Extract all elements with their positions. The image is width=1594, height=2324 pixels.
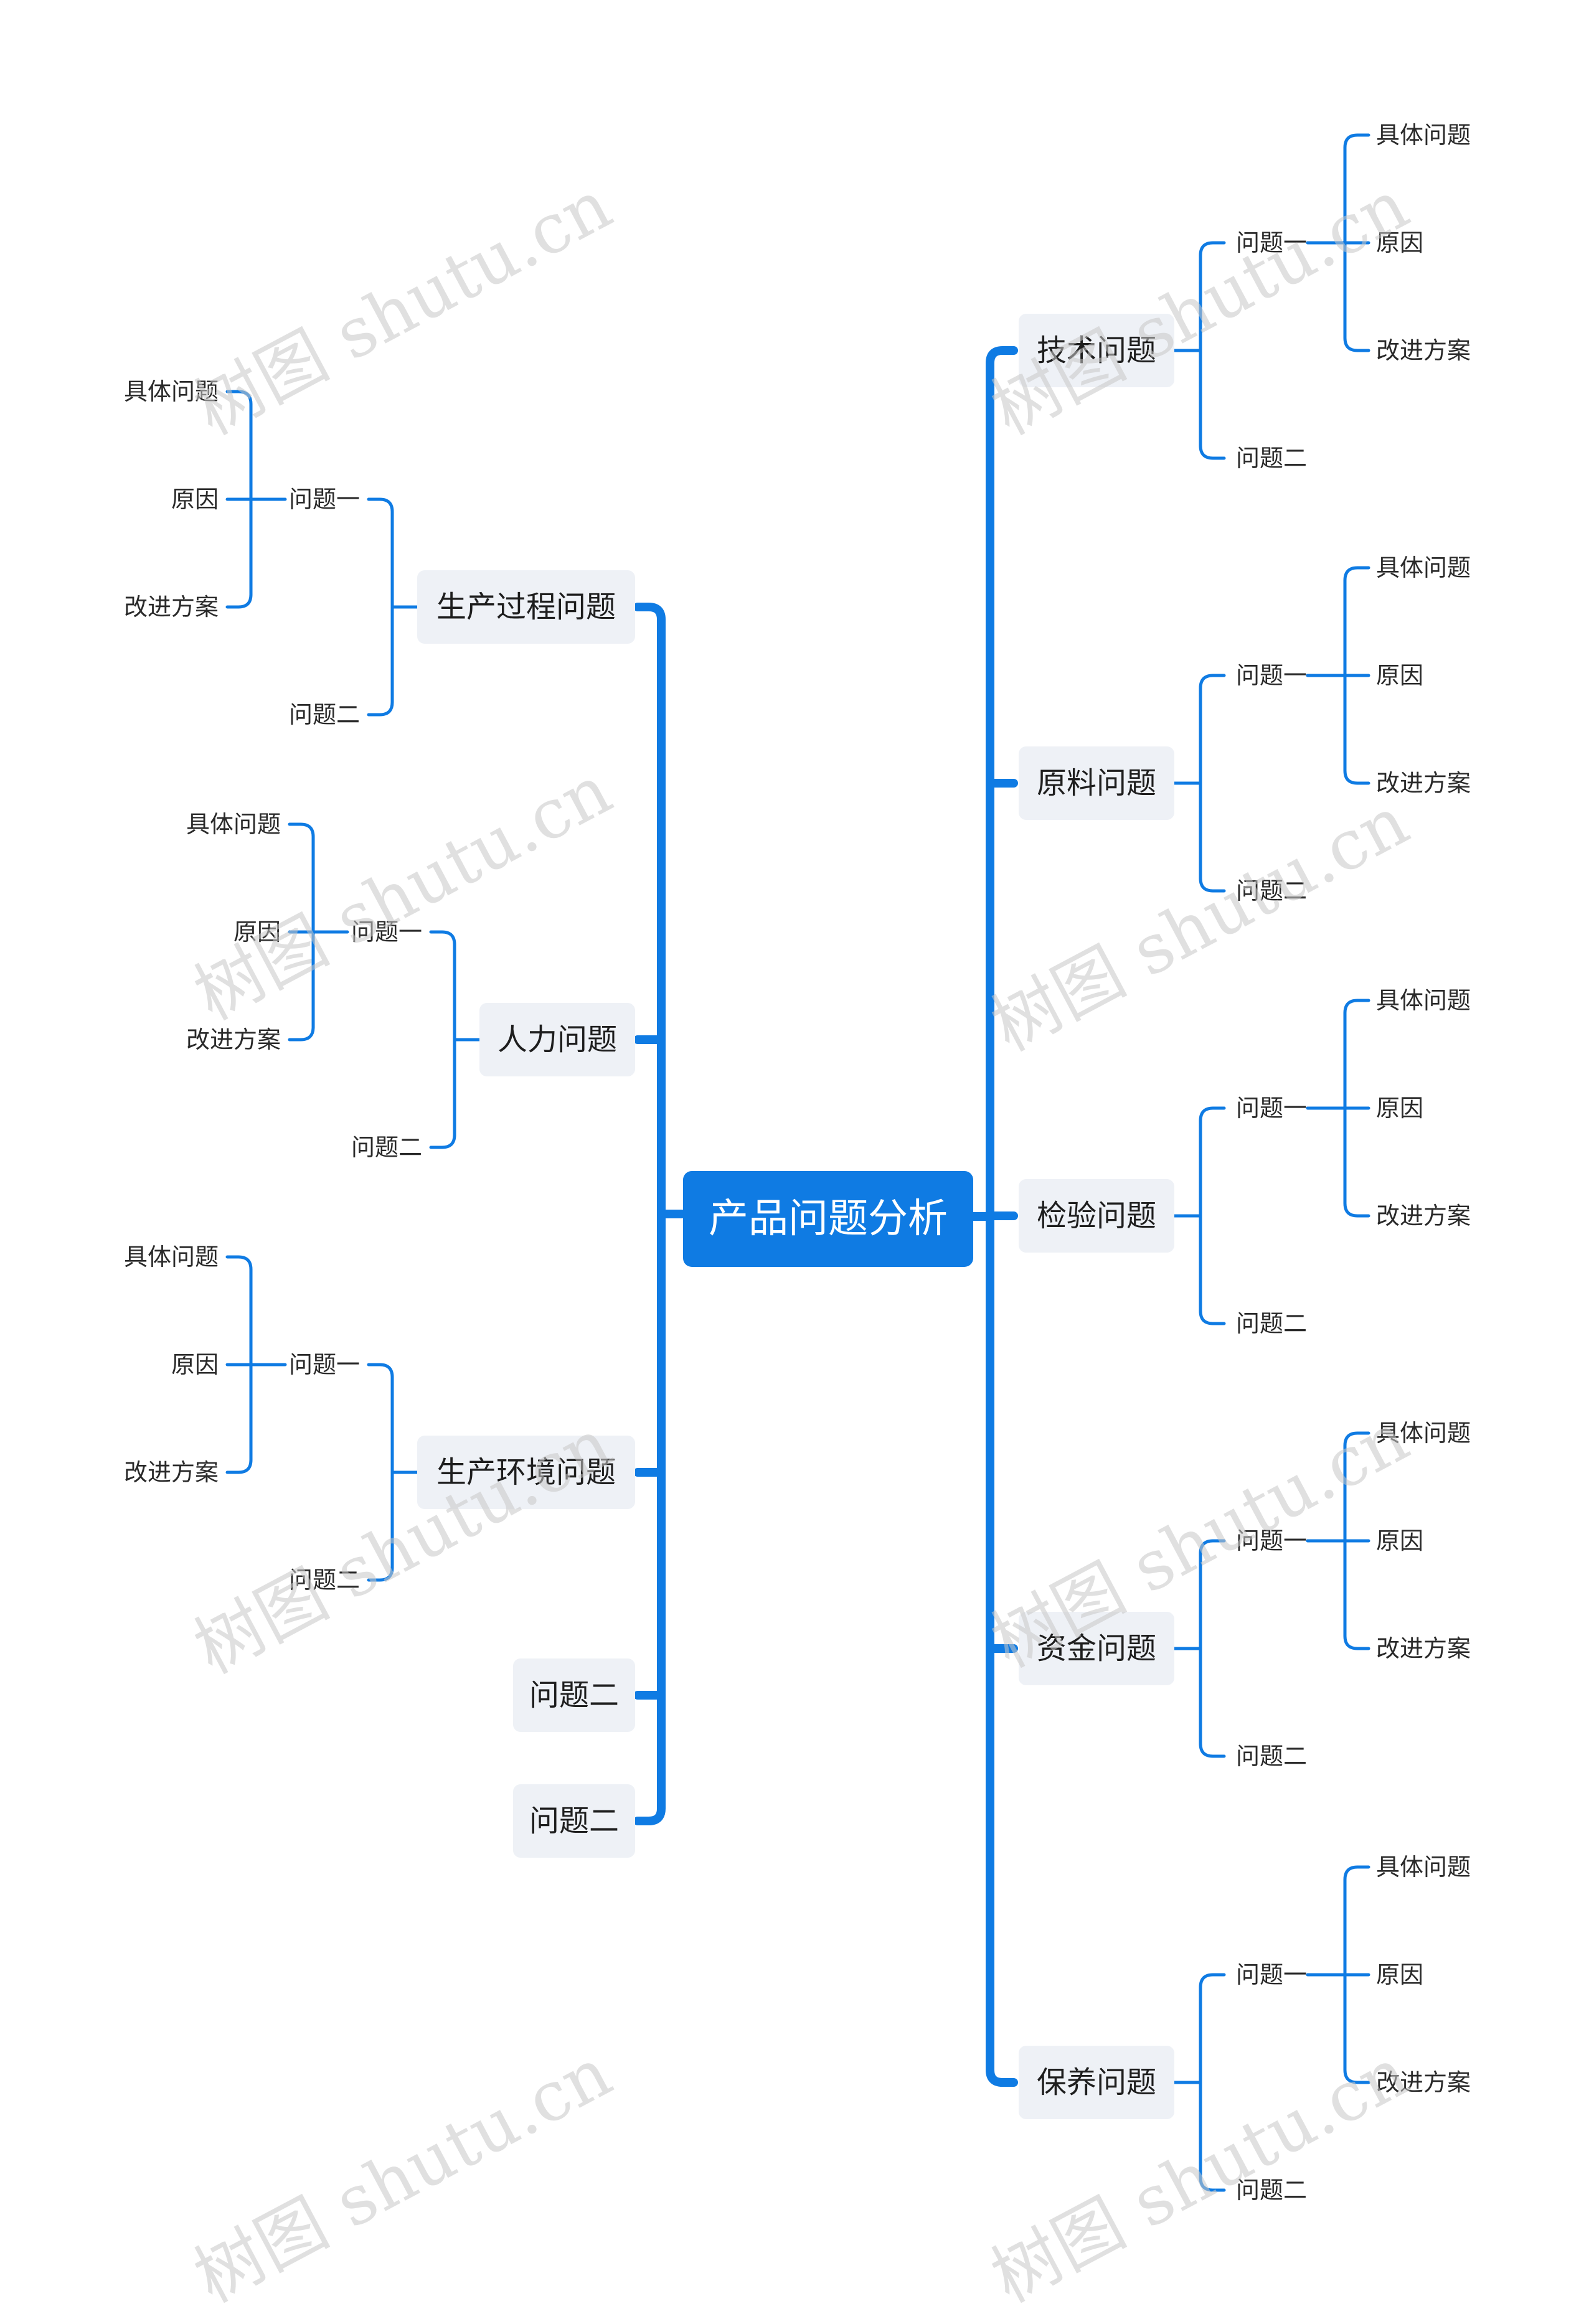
leaf-label: 改进方案 — [186, 1026, 281, 1053]
topic-label: 生产过程问题 — [436, 590, 616, 624]
watermark: 树图 shutu.cn — [182, 750, 624, 1035]
topic-label: 检验问题 — [1037, 1198, 1156, 1233]
leaf-label: 具体问题 — [1376, 987, 1471, 1014]
leaf-label: 原因 — [1376, 229, 1423, 256]
leaf-connector — [225, 1255, 287, 1474]
subtopic-label: 问题二 — [1236, 445, 1307, 472]
watermark: 树图 shutu.cn — [182, 1404, 624, 1689]
subtopic-label: 问题一 — [351, 918, 422, 946]
watermark: 树图 shutu.cn — [182, 165, 624, 450]
topic-node-left-0[interactable] — [417, 570, 635, 644]
subtopic-label: 问题二 — [1236, 1743, 1307, 1770]
topic-node-right-1[interactable] — [1019, 746, 1174, 820]
sub-connector — [1172, 241, 1226, 460]
leaf-label: 改进方案 — [1376, 337, 1471, 364]
root-label: 产品问题分析 — [709, 1196, 948, 1242]
leaf-label: 具体问题 — [1376, 554, 1471, 581]
left-trunk — [633, 603, 687, 1825]
leaf-connector — [1306, 1431, 1370, 1650]
connector-lines — [225, 133, 1370, 2192]
leaf-connector — [1306, 1865, 1370, 2084]
leaf-label: 具体问题 — [1376, 121, 1471, 149]
leaf-label: 改进方案 — [1376, 1202, 1471, 1230]
leaf-connector — [288, 822, 349, 1042]
leaf-label: 原因 — [1376, 1961, 1423, 1988]
leaf-connector — [1306, 566, 1370, 785]
sub-connector — [1172, 1106, 1226, 1325]
root-node[interactable] — [683, 1171, 973, 1267]
leaf-label: 原因 — [171, 1351, 219, 1378]
topic-node-left-4[interactable] — [513, 1784, 635, 1858]
subtopic-label: 问题二 — [1236, 877, 1307, 905]
subtopic-label: 问题一 — [1236, 1527, 1307, 1555]
topic-label: 生产环境问题 — [436, 1455, 616, 1490]
sub-connector — [1172, 1973, 1226, 2192]
subtopic-label: 问题二 — [1236, 1310, 1307, 1337]
leaf-label: 原因 — [1376, 1527, 1423, 1555]
subtopic-label: 问题一 — [289, 486, 360, 513]
topic-label: 保养问题 — [1037, 2065, 1156, 2100]
topic-node-left-1[interactable] — [479, 1003, 635, 1076]
subtopic-label: 问题一 — [1236, 1961, 1307, 1988]
leaf-connector — [1306, 133, 1370, 352]
right-trunk — [969, 346, 1018, 2087]
leaf-label: 具体问题 — [124, 378, 219, 405]
leaf-label: 改进方案 — [1376, 2069, 1471, 2096]
leaf-label: 具体问题 — [1376, 1853, 1471, 1881]
subtopic-label: 问题二 — [289, 701, 360, 728]
leaf-label: 原因 — [171, 486, 219, 513]
leaf-connector — [1306, 999, 1370, 1218]
topic-node-right-3[interactable] — [1019, 1612, 1174, 1685]
subtopic-label: 问题二 — [289, 1566, 360, 1594]
leaf-label: 改进方案 — [1376, 769, 1471, 797]
subtopic-label: 问题二 — [1236, 2176, 1307, 2204]
topic-label: 资金问题 — [1037, 1631, 1156, 1666]
topic-label: 人力问题 — [498, 1022, 617, 1057]
leaf-label: 改进方案 — [1376, 1635, 1471, 1662]
topic-node-left-3[interactable] — [513, 1658, 635, 1732]
topic-label: 原料问题 — [1037, 766, 1156, 801]
subtopic-label: 问题一 — [1236, 229, 1307, 256]
topic-node-right-4[interactable] — [1019, 2046, 1174, 2119]
subtopic-label: 问题二 — [351, 1134, 422, 1161]
topic-node-left-2[interactable] — [417, 1436, 635, 1509]
watermark: 树图 shutu.cn — [182, 2033, 624, 2318]
subtopic-label: 问题一 — [1236, 1094, 1307, 1122]
topic-label: 技术问题 — [1037, 333, 1156, 368]
subtopic-label: 问题一 — [289, 1351, 360, 1378]
subtopic-label: 问题一 — [1236, 662, 1307, 689]
leaf-label: 原因 — [233, 918, 281, 946]
sub-connector — [429, 930, 481, 1149]
topic-node-right-0[interactable] — [1019, 314, 1174, 387]
sub-connector — [1172, 674, 1226, 893]
leaf-label: 原因 — [1376, 662, 1423, 689]
leaf-label: 具体问题 — [186, 811, 281, 838]
sub-connector — [1172, 1539, 1226, 1758]
topic-label: 问题二 — [529, 1804, 619, 1838]
topic-nodes: 产品问题分析技术问题问题一问题二具体问题原因改进方案原料问题问题一问题二具体问题… — [124, 121, 1471, 2204]
leaf-label: 具体问题 — [1376, 1419, 1471, 1447]
sub-connector — [367, 1363, 419, 1582]
topic-node-right-2[interactable] — [1019, 1179, 1174, 1253]
topic-label: 问题二 — [529, 1678, 619, 1713]
leaf-label: 改进方案 — [124, 593, 219, 621]
leaf-label: 具体问题 — [124, 1243, 219, 1271]
leaf-label: 原因 — [1376, 1094, 1423, 1122]
leaf-connector — [225, 390, 287, 609]
leaf-label: 改进方案 — [124, 1459, 219, 1486]
sub-connector — [367, 497, 419, 717]
